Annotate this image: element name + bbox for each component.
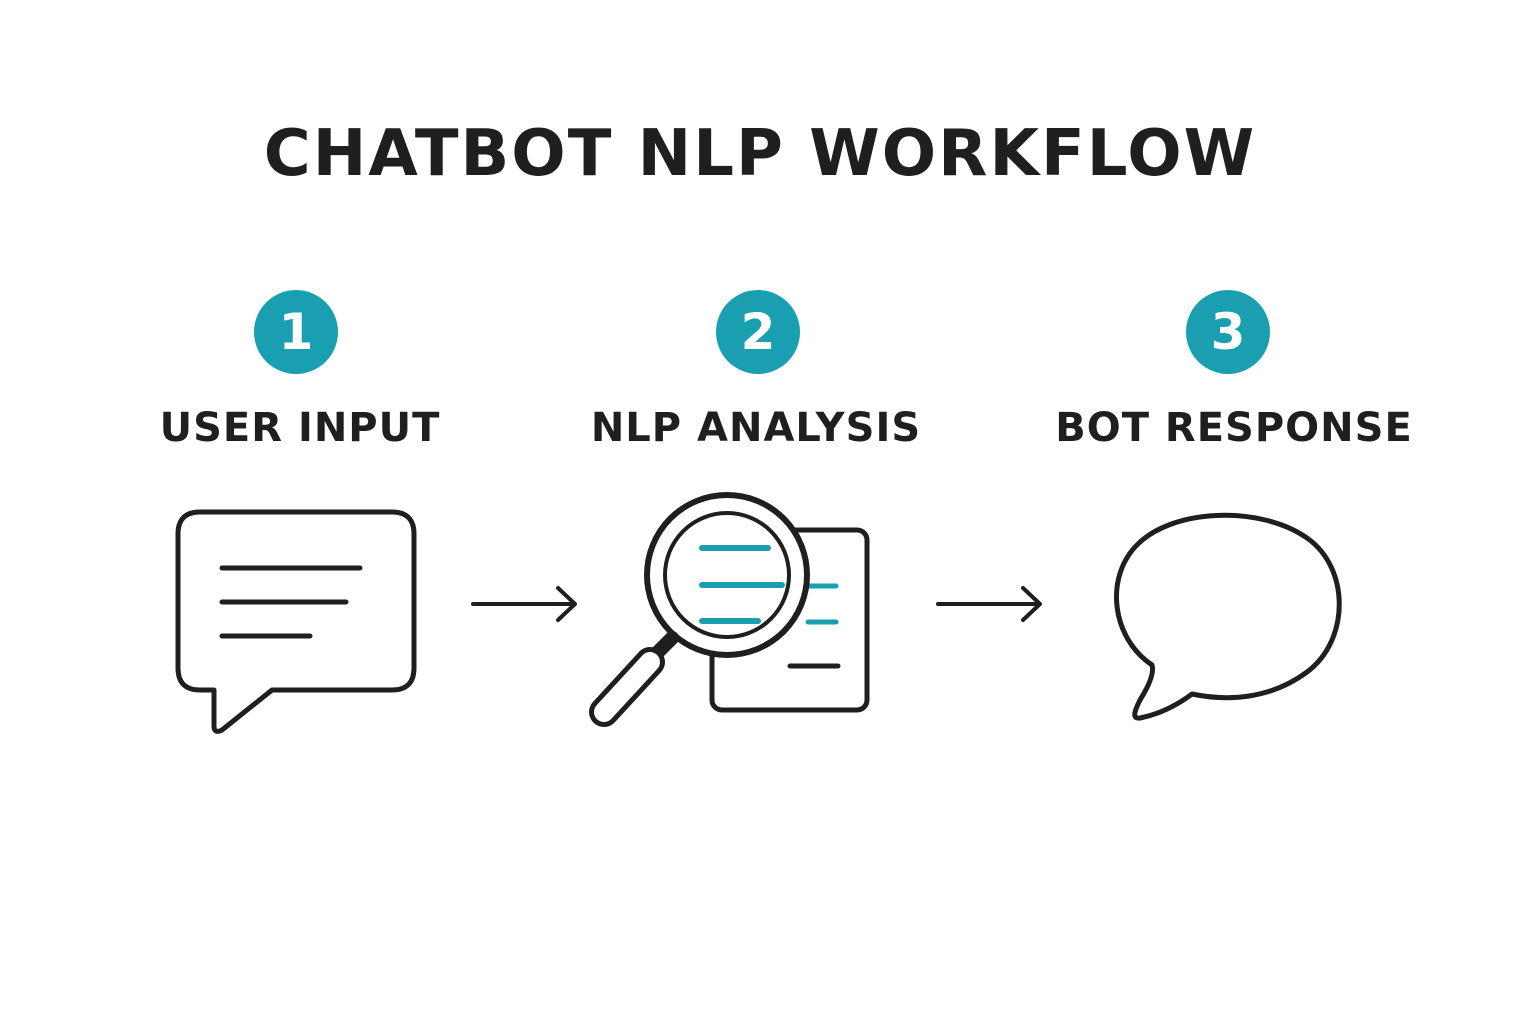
- step-1-badge: 1: [254, 290, 338, 374]
- step-3-label: BOT RESPONSE: [1055, 405, 1413, 451]
- step-2-label: NLP ANALYSIS: [590, 405, 922, 451]
- step-2-badge: 2: [716, 290, 800, 374]
- arrow-right-icon: [936, 586, 1042, 622]
- arrow-right-icon: [471, 586, 577, 622]
- magnifier-document-icon: [589, 492, 870, 727]
- speech-bubble-icon: [1114, 512, 1342, 721]
- chat-bubble-lines-icon: [175, 509, 417, 734]
- step-3-badge: 3: [1186, 290, 1270, 374]
- diagram-title: CHATBOT NLP WORKFLOW: [263, 117, 1257, 191]
- step-1-label: USER INPUT: [159, 405, 441, 451]
